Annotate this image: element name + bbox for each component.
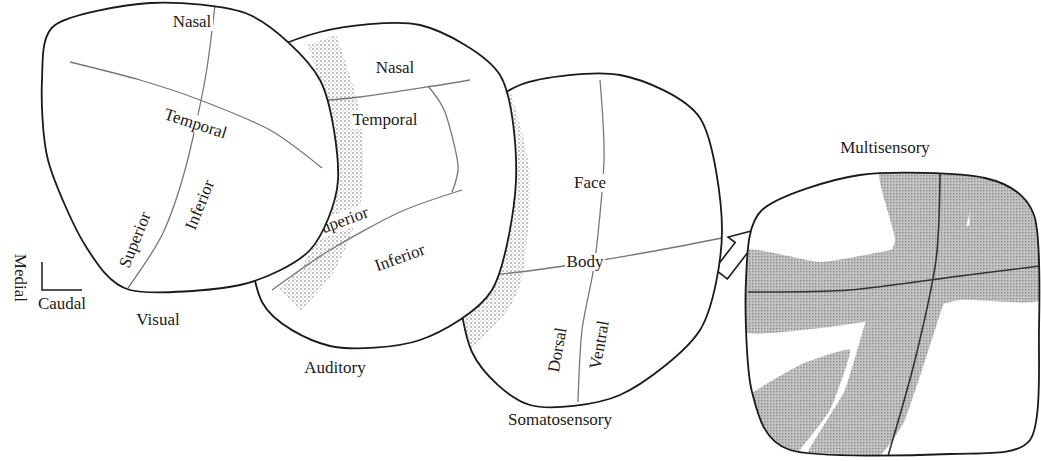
map-outline <box>35 0 345 335</box>
map-fill <box>242 23 516 349</box>
map-border <box>746 173 1040 456</box>
orientation-label: Medial <box>11 252 29 304</box>
map-axis-line <box>428 86 458 192</box>
overlap-band <box>805 168 976 461</box>
map-axis-line <box>300 80 470 102</box>
map-border <box>451 73 722 407</box>
sensory-map: NasalTemporalSuperiorInferiorVisual <box>35 0 345 335</box>
map-axis-line <box>272 190 462 290</box>
map-fill <box>451 73 722 407</box>
edge-shadow <box>440 70 515 350</box>
axis-label: Face <box>572 174 608 192</box>
map-border <box>242 23 516 349</box>
axis-label: Nasal <box>171 13 214 31</box>
overlap-band <box>741 350 850 461</box>
map-title: Multisensory <box>838 139 932 157</box>
axis-label: Body <box>565 253 606 271</box>
map-title: Visual <box>134 311 181 329</box>
map-axis-line <box>452 238 722 278</box>
orientation-label: Caudal <box>36 295 88 313</box>
map-axis-line <box>70 62 322 168</box>
map-title: Somatosensory <box>506 411 614 429</box>
map-axis-line <box>888 174 940 456</box>
map-axis-line <box>748 266 1040 292</box>
sensory-map: Multisensory <box>743 130 1041 458</box>
axis-label: Nasal <box>374 59 417 77</box>
overlap-band <box>969 170 1041 236</box>
map-outline <box>743 130 1041 458</box>
axis-label: Temporal <box>351 111 420 129</box>
map-title: Auditory <box>302 359 367 377</box>
axis-corner <box>42 262 82 290</box>
edge-shadow <box>290 40 348 300</box>
